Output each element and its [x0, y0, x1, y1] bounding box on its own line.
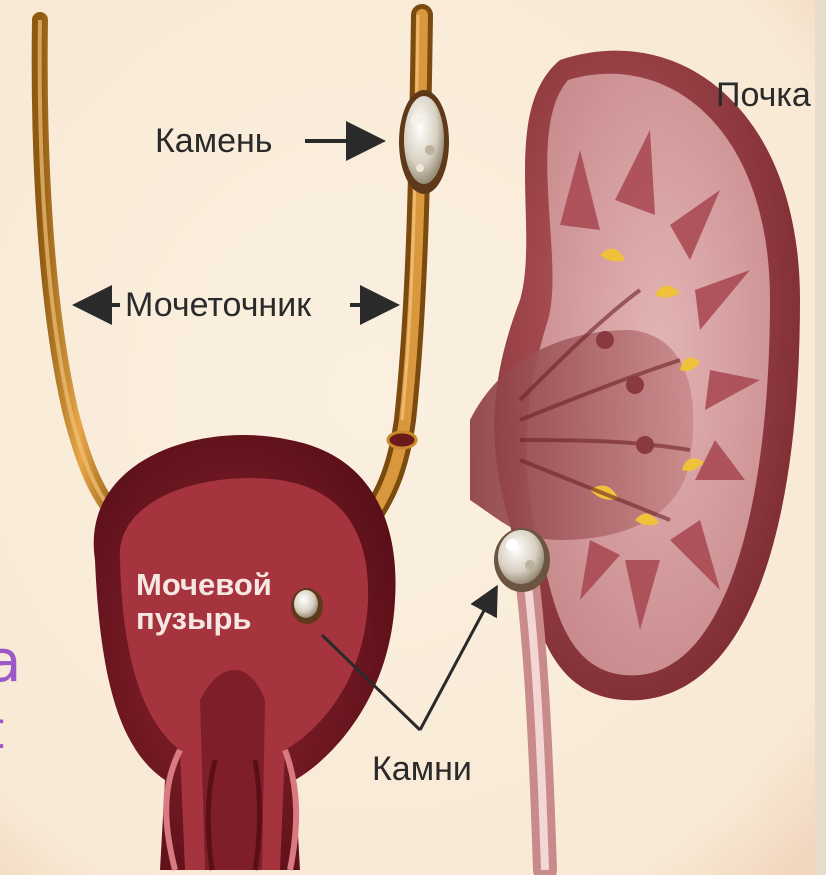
- label-stone: Камень: [155, 124, 273, 158]
- stones-pointer-kidney: [420, 590, 495, 730]
- edge-glyph-a: a: [0, 632, 22, 690]
- edge-glyph-t: t: [0, 705, 4, 757]
- label-bladder: Мочевой пузырь: [136, 568, 266, 636]
- label-ureter: Мочеточник: [125, 288, 311, 322]
- label-kidney: Почка: [716, 78, 811, 112]
- label-stones: Камни: [372, 752, 472, 786]
- stones-pointer-bladder: [322, 635, 420, 730]
